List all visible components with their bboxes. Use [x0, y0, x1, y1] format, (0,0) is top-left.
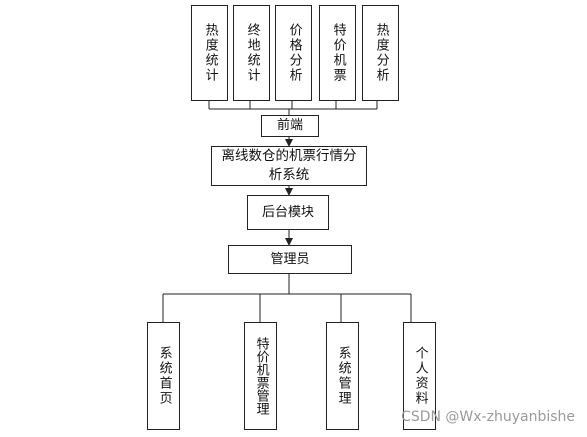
frontend-module-heat-analysis: 热度分析 — [362, 5, 399, 101]
admin-module-profile: 个人资料 — [403, 322, 436, 430]
frontend-box: 前端 — [261, 115, 319, 137]
frontend-module-special-tickets: 特价机票 — [319, 5, 356, 101]
frontend-module-price-analysis: 价格分析 — [275, 5, 312, 101]
backend-box: 后台模块 — [247, 195, 329, 230]
admin-module-home: 系统首页 — [147, 322, 180, 430]
watermark-text: CSDN @Wx-zhuyanbishe — [401, 409, 575, 425]
admin-box: 管理员 — [228, 245, 352, 274]
frontend-module-destination-stats: 终地统计 — [233, 5, 270, 101]
admin-module-special-ticket-management: 特价机票管理 — [244, 322, 277, 430]
admin-module-system-management: 系统管理 — [326, 322, 359, 430]
system-title-box: 离线数仓的机票行情分析系统 — [211, 146, 367, 186]
frontend-module-heat-stats: 热度统计 — [191, 5, 228, 101]
